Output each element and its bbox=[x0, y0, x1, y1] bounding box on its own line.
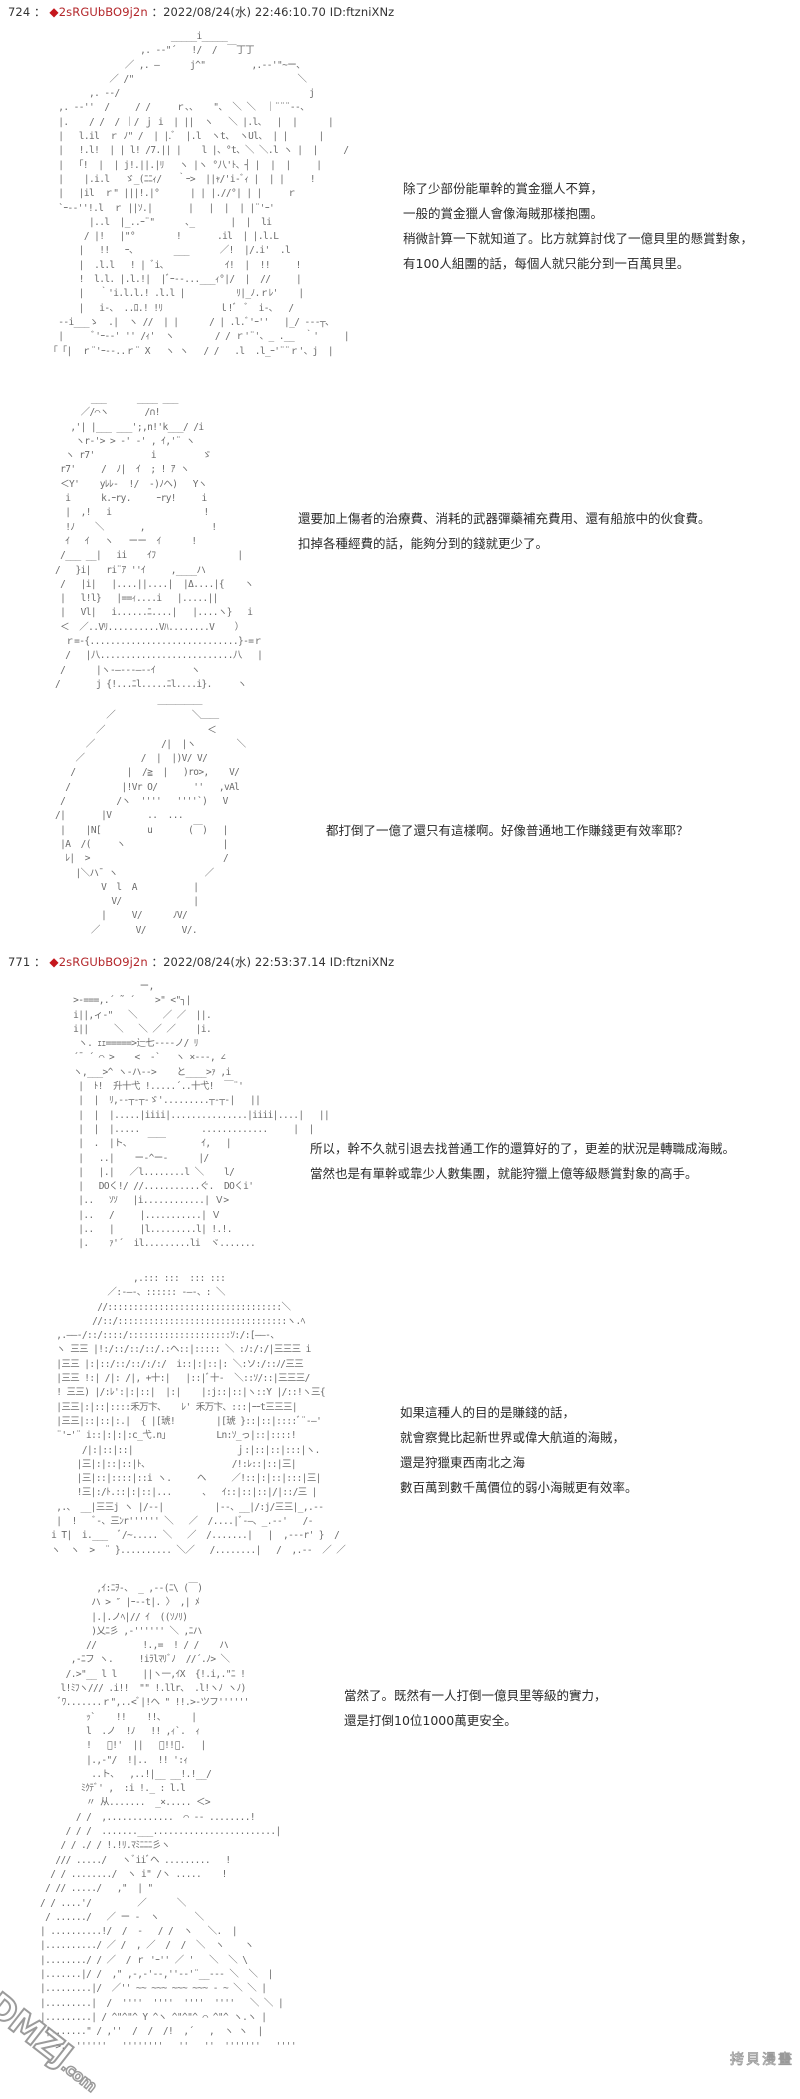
dialog-panel-2: 還要加上傷者的治療費、消耗的武器彈藥補充費用、還有船旅中的伙食費。 扣掉各種經費… bbox=[298, 506, 711, 556]
dialog-panel-6: 當然了。既然有一人打倒一億貝里等級的實力， 還是打倒10位1000萬更安全。 bbox=[344, 1683, 607, 1733]
post-number: 724 bbox=[8, 5, 31, 19]
tripcode: 2sRGUbBO9j2n bbox=[58, 5, 148, 19]
ascii-art-character-3: ＿＿＿＿＿ ／ ＼＿＿ ／ ＜ ／ /| |ヽ ＼ ／ / | |)V/ V/ … bbox=[55, 696, 246, 936]
dialog-line: 有100人組團的話，每個人就只能分到一百萬貝里。 bbox=[403, 256, 690, 271]
ascii-art-character-5: ,.::: ::: ::: ::: ／:‐―‐、:::::: ‐―‐、: ＼ /… bbox=[51, 1273, 346, 1556]
dialog-panel-4: 所以，幹不久就引退去找普通工作的還算好的了，更差的狀況是轉職成海賊。 當然也是有… bbox=[310, 1136, 735, 1186]
post-header: 724 ： ◆2sRGUbBO9j2n ：2022/08/24(水) 22:46… bbox=[8, 4, 394, 20]
poster-id: ID:ftzniXNz bbox=[329, 5, 395, 19]
post-datetime: ：2022/08/24(水) 22:53:37.14 bbox=[151, 955, 326, 969]
copymanga-watermark: 拷貝漫畫 bbox=[730, 2052, 794, 2069]
dialog-line: 都打倒了一億了還只有這樣啊。好像普通地工作賺錢更有效率耶？ bbox=[326, 823, 689, 838]
poster-id: ID:ftzniXNz bbox=[329, 955, 395, 969]
dialog-line: 當然也是有單幹或靠少人數集團，就能狩獵上億等級懸賞對象的高手。 bbox=[310, 1166, 698, 1181]
ascii-art-character-6: ,ｲ:ﾆｦ‐、 _ ,‐‐(ﾆ\ (￣) ハ > ″ |ｰ‐‐t|. 〉 ,| … bbox=[40, 1583, 297, 2052]
dialog-panel-3: 都打倒了一億了還只有這樣啊。好像普通地工作賺錢更有效率耶？ bbox=[326, 818, 689, 843]
dialog-line: 數百萬到數千萬價位的弱小海賊更有效率。 bbox=[400, 1480, 638, 1495]
dialog-line: 所以，幹不久就引退去找普通工作的還算好的了，更差的狀況是轉職成海賊。 bbox=[310, 1141, 736, 1156]
ascii-art-character-1: _____i_____ ,. --"´ !/ / ￣丁丁 ／ ,. ― j^" … bbox=[53, 31, 350, 357]
dialog-line: 一般的賞金獵人會像海賊那樣抱團。 bbox=[403, 206, 604, 221]
dialog-line: 如果這種人的目的是賺錢的話， bbox=[400, 1405, 576, 1420]
dialog-line: 當然了。既然有一人打倒一億貝里等級的實力， bbox=[344, 1688, 607, 1703]
dialog-line: 稍微計算一下就知道了。比方就算討伐了一億貝里的懸賞對象， bbox=[403, 231, 754, 246]
tripcode: 2sRGUbBO9j2n bbox=[58, 955, 148, 969]
post-datetime: ：2022/08/24(水) 22:46:10.70 bbox=[151, 5, 326, 19]
post-header: 771 ： ◆2sRGUbBO9j2n ：2022/08/24(水) 22:53… bbox=[8, 954, 394, 970]
separator: ： bbox=[34, 5, 46, 19]
separator: ： bbox=[34, 955, 46, 969]
dialog-panel-5: 如果這種人的目的是賺錢的話， 就會察覺比起新世界或偉大航道的海賊， 還是狩獵東西… bbox=[400, 1400, 638, 1500]
post-number: 771 bbox=[8, 955, 31, 969]
dialog-line: 扣掉各種經費的話，能夠分到的錢就更少了。 bbox=[298, 536, 549, 551]
ascii-art-character-4: ー, >‐===,.´ ˜ ´ >" <"┐| i||,ィ‐" ＼ ／ ／ ||… bbox=[73, 981, 330, 1250]
trip-diamond-icon: ◆ bbox=[49, 5, 59, 19]
dialog-line: 除了少部份能單幹的賞金獵人不算， bbox=[403, 181, 604, 196]
trip-diamond-icon: ◆ bbox=[49, 955, 59, 969]
dialog-line: 還要加上傷者的治療費、消耗的武器彈藥補充費用、還有船旅中的伙食費。 bbox=[298, 511, 711, 526]
dialog-line: 還是打倒10位1000萬更安全。 bbox=[344, 1713, 517, 1728]
dialog-panel-1: 除了少部份能單幹的賞金獵人不算， 一般的賞金獵人會像海賊那樣抱團。 稍微計算一下… bbox=[403, 176, 753, 276]
ascii-art-character-2: ___ ____ ___ ／/⌒ヽ /∩! ,'| |___ ___';,n!'… bbox=[55, 393, 263, 690]
dialog-line: 還是狩獵東西南北之海 bbox=[400, 1455, 526, 1470]
dialog-line: 就會察覺比起新世界或偉大航道的海賊， bbox=[400, 1430, 626, 1445]
watermark-domain: .com bbox=[57, 2056, 101, 2097]
